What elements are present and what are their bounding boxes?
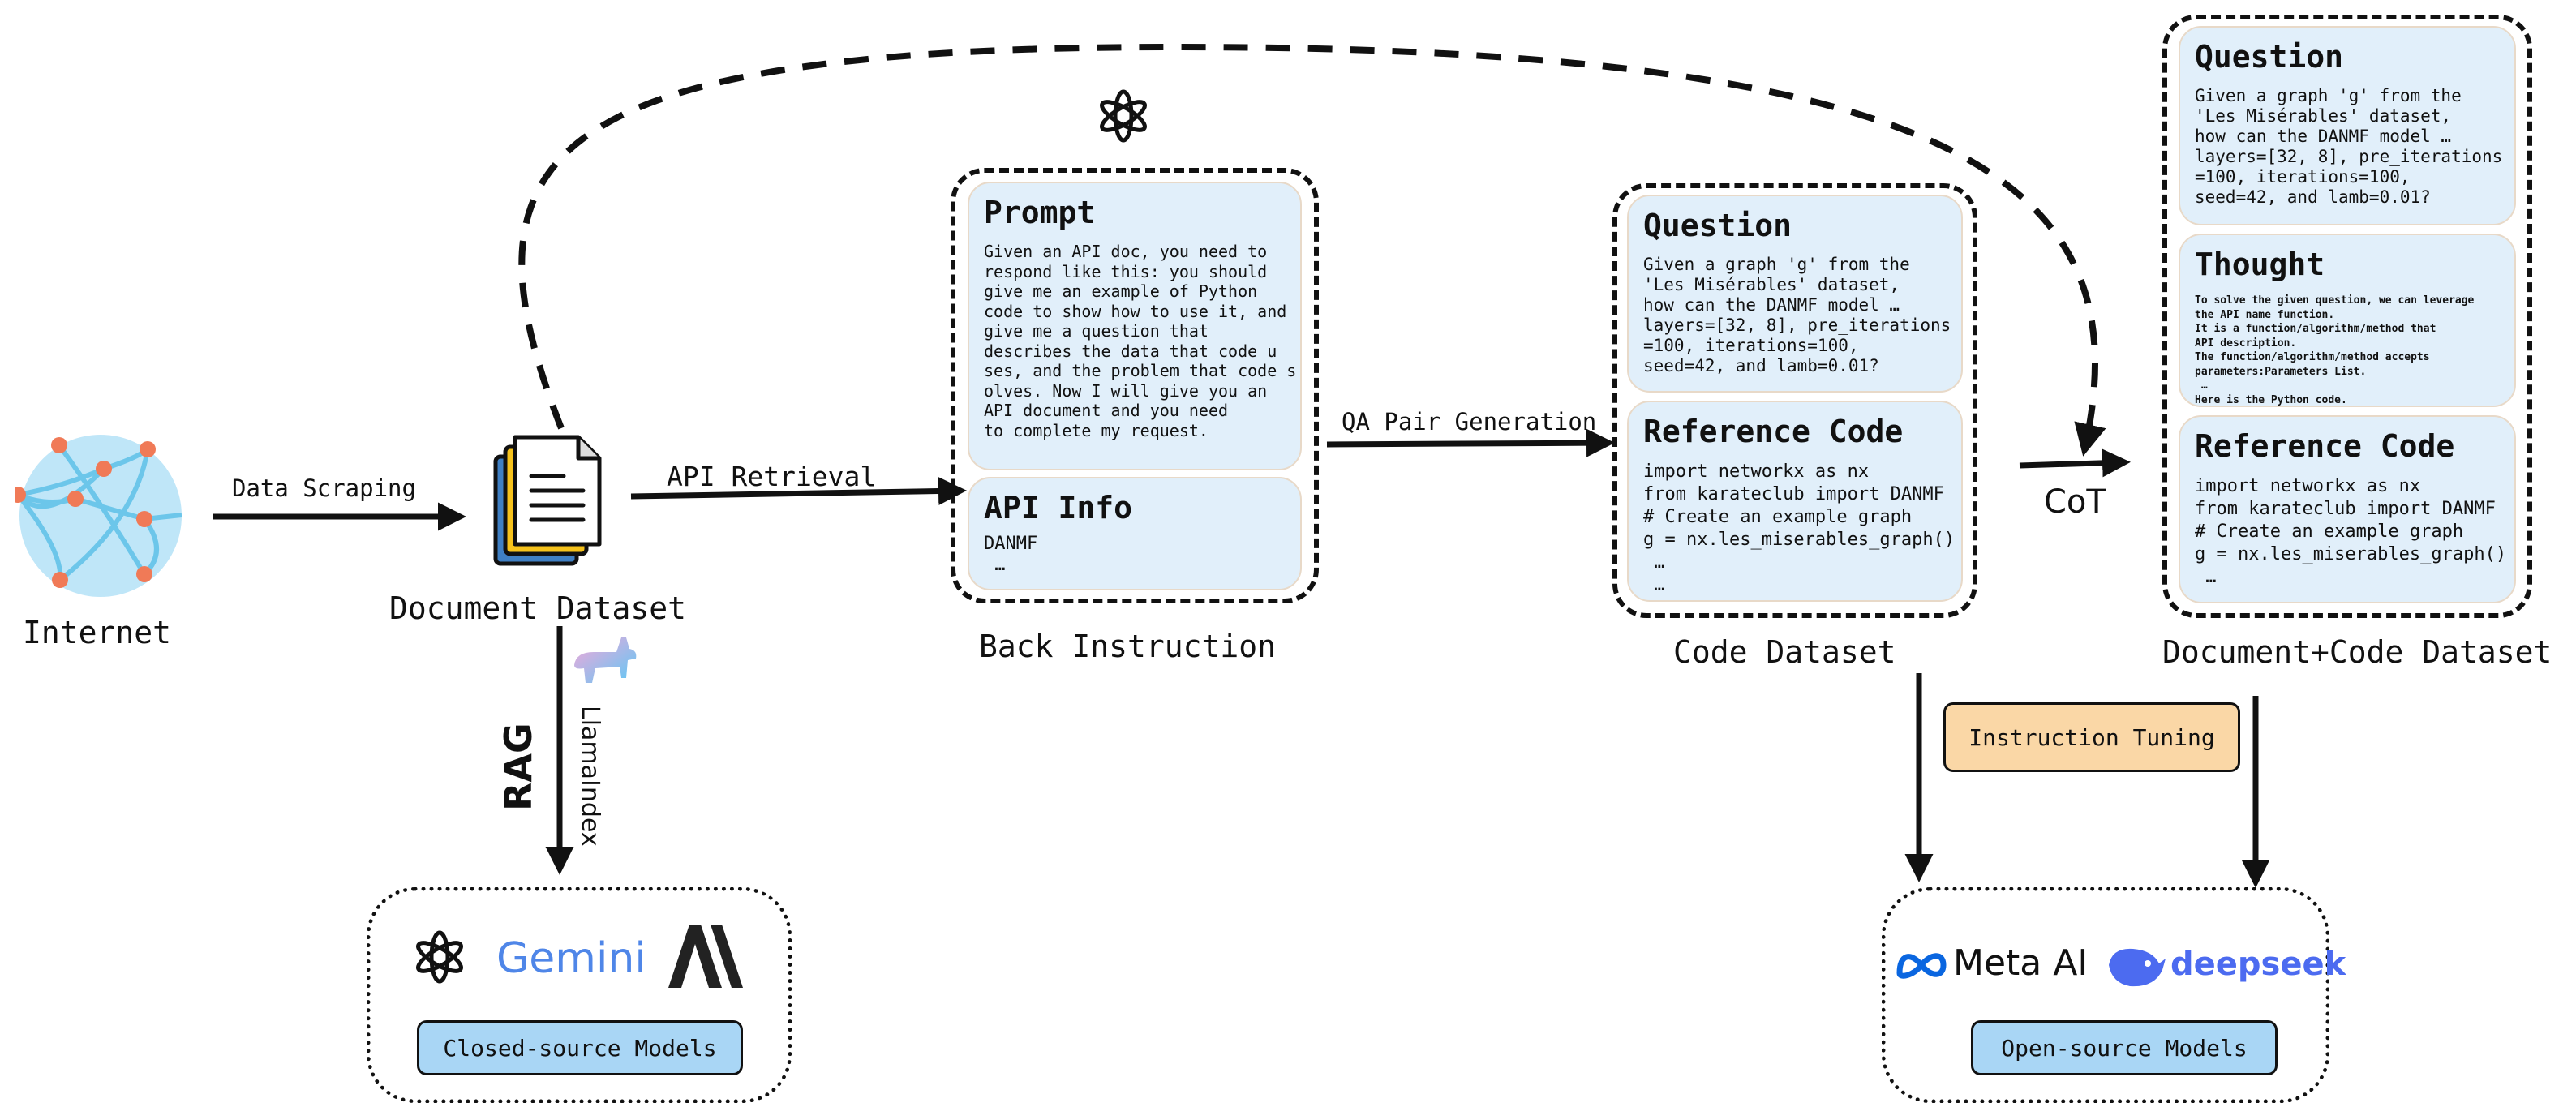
back-instruction-label: Back Instruction: [979, 629, 1277, 664]
code-dataset-group: [1612, 183, 1977, 618]
meta-logo-icon: [1896, 953, 1947, 979]
llama-icon: [574, 637, 637, 683]
api-info-body: DANMF …: [984, 534, 1038, 575]
doccode-question-title: Question: [2195, 39, 2344, 75]
code-question-title: Question: [1643, 208, 1792, 243]
open-models-group: [1882, 887, 2329, 1103]
qa-pair-generation-label: QA Pair Generation: [1342, 408, 1597, 436]
api-info-title: API Info: [984, 490, 1133, 526]
doc-code-dataset-group: [2162, 15, 2532, 618]
closed-models-group: [367, 887, 792, 1103]
code-reference-body: import networkx as nx from karateclub im…: [1643, 461, 1956, 595]
instruction-tuning-pill: Instruction Tuning: [1943, 702, 2240, 772]
globe-icon: [15, 435, 182, 597]
code-dataset-label: Code Dataset: [1673, 634, 1896, 670]
doccode-question-body: Given a graph 'g' from the 'Les Misérabl…: [2195, 86, 2503, 207]
rag-label: RAG: [496, 723, 540, 811]
meta-ai-logo: Meta AI: [1953, 942, 2089, 984]
arrow-cot: [2019, 448, 2131, 478]
deepseek-whale-icon: [2109, 948, 2166, 987]
prompt-card: Prompt Given an API doc, you need to res…: [968, 182, 1302, 470]
doccode-reference-title: Reference Code: [2195, 428, 2455, 464]
anthropic-logo-icon: [668, 925, 743, 988]
code-question-card: Question Given a graph 'g' from the 'Les…: [1627, 195, 1963, 393]
cot-label: CoT: [2044, 483, 2106, 521]
llamaindex-label: LlamaIndex: [576, 706, 604, 847]
prompt-body: Given an API doc, you need to respond li…: [984, 242, 1297, 440]
prompt-title: Prompt: [984, 195, 1096, 230]
doccode-question-card: Question Given a graph 'g' from the 'Les…: [2179, 26, 2516, 225]
deepseek-logo: deepseek: [2170, 946, 2346, 983]
openai-logo-icon: [416, 930, 463, 984]
doccode-thought-card: Thought To solve the given question, we …: [2179, 234, 2516, 407]
api-retrieval-label: API Retrieval: [667, 461, 877, 492]
doc-code-dataset-label: Document+Code Dataset: [2162, 634, 2552, 670]
doccode-thought-body: To solve the given question, we can leve…: [2195, 294, 2475, 406]
doccode-reference-body: import networkx as nx from karateclub im…: [2195, 476, 2507, 603]
code-question-body: Given a graph 'g' from the 'Les Misérabl…: [1643, 255, 1951, 375]
arrow-api-retrieval: [630, 476, 967, 505]
arrow-dashed-doc-to-doccode: [518, 43, 2106, 457]
data-scraping-label: Data Scraping: [232, 474, 416, 502]
gemini-logo: Gemini: [496, 934, 646, 983]
code-reference-card: Reference Code import networkx as nx fro…: [1627, 401, 1963, 602]
doccode-reference-card: Reference Code import networkx as nx fro…: [2179, 415, 2516, 603]
code-reference-title: Reference Code: [1643, 414, 1904, 449]
arrow-qa-generation: [1326, 428, 1615, 457]
closed-source-models-pill: Closed-source Models: [417, 1020, 743, 1075]
document-icon: [493, 435, 602, 566]
doccode-thought-title: Thought: [2195, 247, 2325, 282]
back-instruction-group: [951, 168, 1319, 603]
open-source-models-pill: Open-source Models: [1971, 1020, 2278, 1075]
document-dataset-label: Document Dataset: [389, 590, 687, 626]
api-info-card: API Info DANMF …: [968, 477, 1302, 590]
internet-label: Internet: [23, 615, 172, 650]
openai-icon: [1100, 89, 1147, 143]
